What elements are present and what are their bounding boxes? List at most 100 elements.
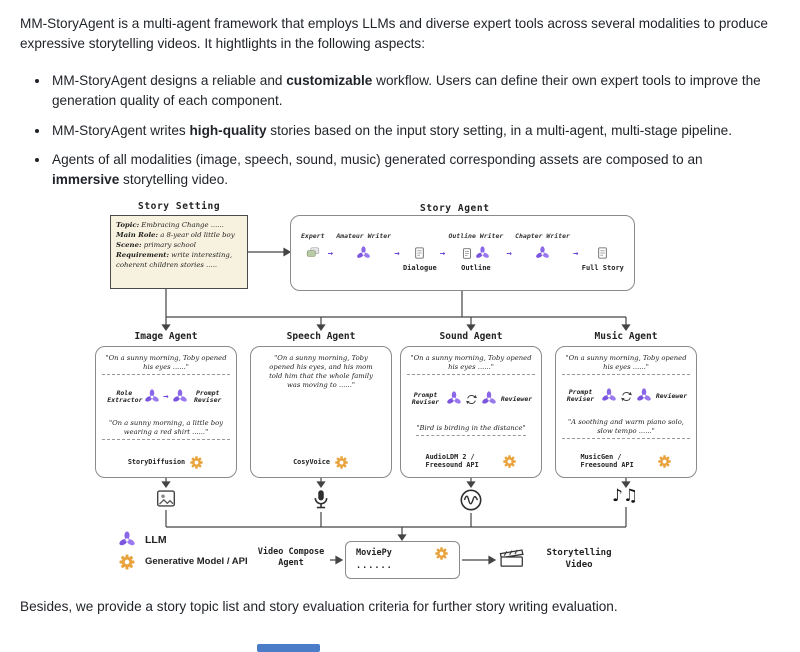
image-output-icon bbox=[155, 488, 177, 509]
llm-icon bbox=[535, 246, 550, 261]
role-label: Prompt Reviser bbox=[566, 387, 595, 404]
clapperboard-icon bbox=[498, 545, 525, 569]
tool-row: CosyVoice bbox=[293, 455, 349, 470]
input-text: "On a sunny morning, Toby opened his eye… bbox=[102, 354, 230, 375]
moviepy-box: MoviePy ...... bbox=[345, 540, 460, 579]
expert-label: Expert bbox=[301, 231, 325, 240]
output-text: "On a sunny morning, a little boy wearin… bbox=[102, 419, 230, 441]
legend-llm: LLM bbox=[118, 531, 167, 549]
arrow-right-icon: → bbox=[163, 392, 169, 403]
chapter-writer-label: Chapter Writer bbox=[515, 231, 570, 240]
amateur-writer-node: Amateur Writer bbox=[336, 232, 391, 274]
role-label: Prompt Reviser bbox=[411, 390, 440, 407]
setting-key: Main Role: bbox=[116, 230, 158, 239]
full-story-label: Full Story bbox=[581, 263, 624, 272]
input-text: "On a sunny morning, Toby opened his eye… bbox=[269, 353, 373, 389]
input-text: "On a sunny morning, Toby opened his eye… bbox=[562, 354, 690, 375]
image-agent-title: Image Agent bbox=[134, 330, 198, 342]
soundwave-icon bbox=[459, 488, 483, 512]
music-agent-title: Music Agent bbox=[594, 330, 658, 342]
roles-row: Prompt Reviser Reviewer bbox=[564, 388, 689, 404]
document-icon bbox=[461, 247, 473, 260]
feature-text: stories based on the input story setting… bbox=[266, 122, 732, 138]
partial-blue-badge bbox=[257, 644, 320, 652]
llm-icon bbox=[475, 246, 490, 261]
music-agent-card: "On a sunny morning, Toby opened his eye… bbox=[555, 345, 697, 478]
setting-value: a 8-year old little boy bbox=[158, 230, 235, 239]
roles-row: Prompt Reviser Reviewer bbox=[409, 391, 534, 407]
feature-item: MM-StoryAgent writes high-quality storie… bbox=[50, 121, 765, 141]
input-text: "On a sunny morning, Toby opened his eye… bbox=[407, 354, 535, 375]
llm-icon bbox=[144, 389, 160, 405]
role-label: Reviewer bbox=[500, 394, 533, 403]
output-text: "Bird is birding in the distance" bbox=[416, 424, 526, 437]
gear-icon bbox=[434, 546, 449, 561]
feature-bold: high-quality bbox=[189, 122, 267, 138]
setting-key: Requirement: bbox=[116, 250, 169, 259]
setting-line: Main Role: a 8-year old little boy bbox=[116, 230, 242, 240]
arrow-right-icon: → bbox=[394, 248, 400, 259]
amateur-writer-label: Amateur Writer bbox=[336, 231, 392, 240]
story-agent-title: Story Agent bbox=[420, 202, 490, 214]
role-label: Prompt Reviser bbox=[194, 388, 222, 405]
dialogue-node: Dialogue bbox=[403, 232, 437, 274]
setting-value: primary school bbox=[141, 240, 196, 249]
speech-agent-card: "On a sunny morning, Toby opened his eye… bbox=[250, 345, 392, 478]
role-label: Role Extractor bbox=[107, 388, 143, 405]
feature-text: Agents of all modalities (image, speech,… bbox=[52, 151, 703, 167]
llm-icon bbox=[636, 388, 652, 404]
chapter-writer-node: Chapter Writer bbox=[515, 232, 570, 274]
llm-icon bbox=[172, 389, 188, 405]
cycle-arrows-icon bbox=[465, 393, 478, 406]
document-icon bbox=[413, 246, 426, 260]
llm-icon bbox=[446, 391, 462, 407]
setting-line: Requirement: write interesting, coherent… bbox=[116, 250, 242, 270]
image-agent-card: "On a sunny morning, Toby opened his eye… bbox=[95, 345, 237, 478]
moviepy-label: MoviePy bbox=[356, 548, 392, 559]
gear-icon bbox=[189, 455, 204, 470]
tool-name: CosyVoice bbox=[293, 457, 330, 466]
tool-name: StoryDiffusion bbox=[127, 457, 186, 466]
legend-generative: Generative Model / API bbox=[118, 553, 249, 571]
gear-icon bbox=[118, 553, 136, 571]
feature-text: MM-StoryAgent writes bbox=[52, 122, 190, 138]
legend-llm-label: LLM bbox=[145, 533, 167, 546]
feature-item: MM-StoryAgent designs a reliable and cus… bbox=[50, 71, 765, 112]
microphone-icon bbox=[310, 487, 332, 511]
feature-item: Agents of all modalities (image, speech,… bbox=[50, 150, 765, 191]
story-setting-title: Story Setting bbox=[138, 200, 221, 212]
moviepy-dots: ...... bbox=[356, 560, 393, 571]
feature-text: MM-StoryAgent designs a reliable and bbox=[52, 72, 287, 88]
outline-writer-node: Outline Writer Outline bbox=[448, 232, 503, 274]
dialogue-label: Dialogue bbox=[402, 263, 437, 272]
sound-agent-title: Sound Agent bbox=[439, 330, 503, 342]
feature-bold: immersive bbox=[52, 172, 120, 188]
gear-icon bbox=[334, 455, 349, 470]
arrow-right-icon: → bbox=[439, 248, 446, 259]
llm-icon bbox=[481, 391, 497, 407]
sound-agent-card: "On a sunny morning, Toby opened his eye… bbox=[400, 345, 542, 478]
story-setting-box: Topic: Embracing Change ...... Main Role… bbox=[110, 214, 248, 289]
setting-value: write interesting, coherent children sto… bbox=[116, 250, 233, 269]
document-icon bbox=[596, 246, 609, 260]
gear-icon bbox=[502, 454, 517, 469]
llm-icon bbox=[356, 246, 371, 261]
tool-name: AudioLDM 2 / Freesound API bbox=[425, 452, 479, 470]
architecture-diagram: Story Setting Topic: Embracing Change ..… bbox=[0, 201, 800, 593]
role-label: Reviewer bbox=[655, 391, 688, 400]
arrow-right-icon: → bbox=[573, 248, 579, 259]
arrow-right-icon: → bbox=[327, 248, 334, 259]
feature-list: MM-StoryAgent designs a reliable and cus… bbox=[20, 71, 765, 191]
roles-row: Role Extractor → Prompt Reviser bbox=[107, 389, 224, 405]
setting-line: Topic: Embracing Change ...... bbox=[116, 220, 242, 230]
setting-line: Scene: primary school bbox=[116, 240, 242, 250]
arrow-right-icon: → bbox=[506, 248, 512, 259]
feature-text: storytelling video. bbox=[119, 172, 229, 188]
legend-generative-label: Generative Model / API bbox=[145, 556, 248, 568]
feature-bold: customizable bbox=[286, 72, 373, 88]
cycle-arrows-icon bbox=[620, 390, 633, 403]
music-notes-icon: ♪♫ bbox=[612, 485, 639, 506]
tool-row: AudioLDM 2 / Freesound API bbox=[426, 453, 517, 470]
output-text: "A soothing and warm piano solo, slow te… bbox=[562, 418, 690, 440]
full-story-node: Full Story bbox=[582, 232, 624, 274]
